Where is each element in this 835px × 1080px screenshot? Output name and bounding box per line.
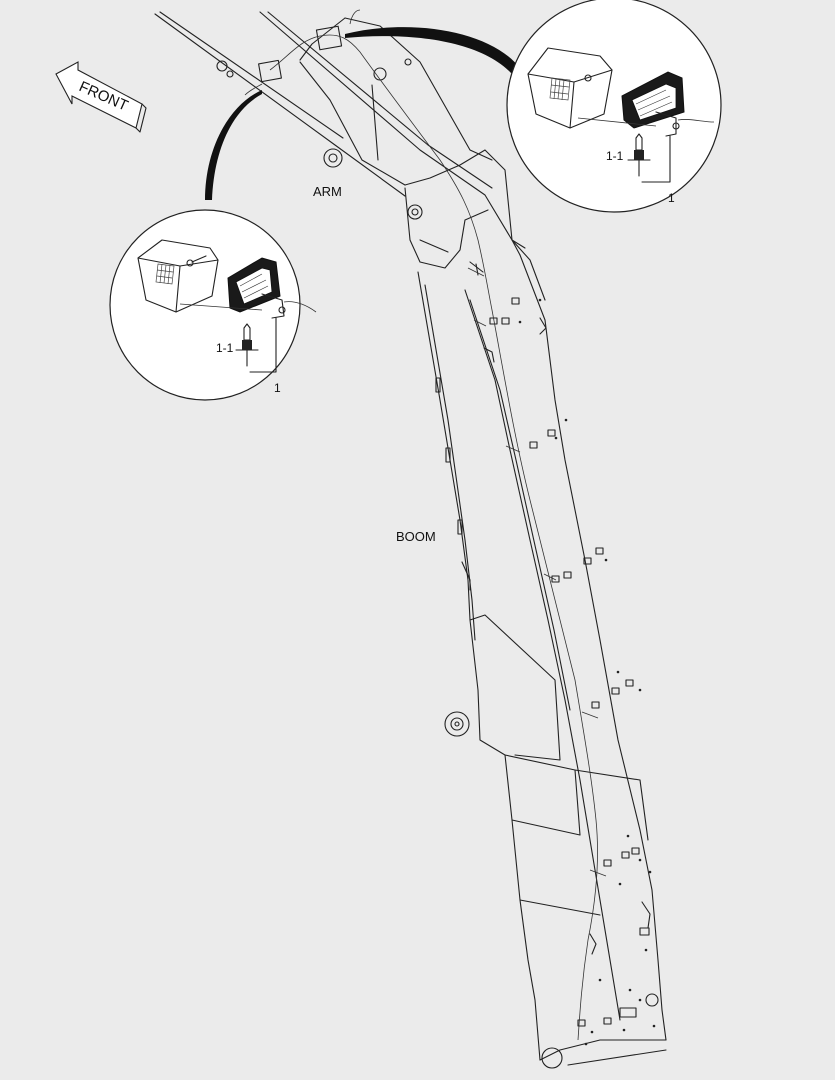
halogen-bulb-icon (235, 323, 259, 367)
lamp-bracket-icon (527, 47, 613, 129)
detail-right: 1-1 1 (506, 0, 722, 213)
arm-structure (154, 11, 526, 249)
halogen-bulb-icon (627, 133, 651, 177)
wiring-harness (244, 9, 607, 1041)
arm-label: ARM (313, 184, 342, 199)
detail-left-lamp-label: 1 (274, 381, 281, 395)
boom-label: BOOM (396, 529, 436, 544)
detail-right-lamp-label: 1 (668, 191, 675, 205)
detail-right-circle (506, 0, 722, 213)
callout-wedge-right (345, 27, 520, 74)
work-lamp-icon (227, 257, 317, 319)
front-arrow: FRONT (55, 61, 147, 133)
detail-left-bulb-label: 1-1 (216, 341, 234, 355)
lamp-bracket-icon (137, 239, 219, 313)
detail-right-bulb-label: 1-1 (606, 149, 624, 163)
detail-left-circle (109, 209, 301, 401)
work-lamp-icon (621, 71, 715, 137)
arm-boom-joint (404, 149, 521, 276)
boom-clips (489, 297, 650, 1027)
detail-left: 1-1 1 (109, 209, 317, 401)
boom-bolt-dots (518, 298, 656, 1046)
callout-wedge-left (205, 90, 262, 200)
boom-structure (417, 239, 667, 1069)
